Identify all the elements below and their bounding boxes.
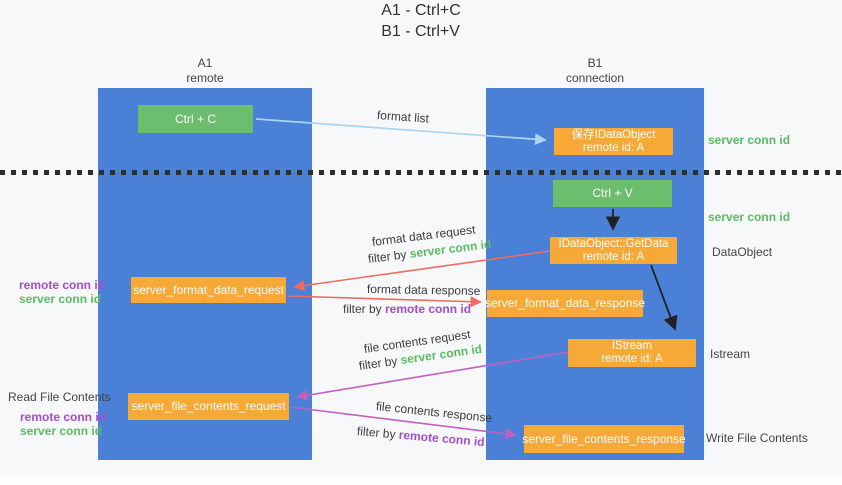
filter-by-text: filter by [358,353,402,373]
format-data-response-filter-label: filter by remote conn id [343,302,471,316]
filter-by-text: filter by [356,424,400,442]
getdata-box: IDataObject::GetData remote id: A [550,237,677,264]
left-conn-id-annotations-bottom: remote conn id server conn id [20,410,106,438]
bottom-edge-strip [0,473,842,485]
server-conn-id-text: server conn id [20,424,103,438]
title-line-1: A1 - Ctrl+C [381,2,461,19]
ctrl-c-label: Ctrl + C [174,111,216,126]
left-column-header: A1 remote [98,56,312,86]
ctrl-c-action-box: Ctrl + C [138,105,253,133]
server-format-data-request-label: server_format_data_request [133,282,284,297]
getdata-line2: remote id: A [582,250,645,263]
server-file-contents-response-label: server_file_contents_response [522,431,686,446]
format-list-label: format list [376,108,430,126]
left-conn-id-annotations-mid: remote conn id server conn id [19,278,105,306]
format-data-response-label: format data response [366,282,481,298]
istream-box: IStream remote id: A [568,339,696,367]
title-line-2: B1 - Ctrl+V [381,23,460,40]
server-conn-id-annotation-mid: server conn id [708,210,791,224]
istream-annotation: Istream [710,347,751,361]
istream-line1: IStream [611,340,653,352]
write-file-contents-annotation: Write File Contents [706,431,808,445]
right-column-role: connection [565,71,625,85]
remote-conn-id-text: remote conn id [385,302,472,316]
ctrl-v-action-box: Ctrl + V [553,180,672,207]
ctrl-v-label: Ctrl + V [592,186,633,200]
left-column-name: A1 [197,56,213,70]
server-file-contents-request-label: server_file_contents_request [131,399,286,413]
server-file-contents-request-box: server_file_contents_request [128,393,289,420]
remote-conn-id-text: remote conn id [19,278,106,292]
save-dataobject-box: 保存IDataObject remote id: A [554,128,673,155]
remote-conn-id-text: remote conn id [398,427,486,450]
getdata-line1: IDataObject::GetData [558,237,669,250]
filter-by-text: filter by [343,302,386,316]
istream-line2: remote id: A [601,353,663,365]
remote-conn-id-text: remote conn id [20,410,107,424]
left-column-role: remote [186,71,224,85]
dataobject-annotation: DataObject [712,245,773,259]
server-format-data-response-box: server_format_data_response [484,290,646,317]
server-format-data-response-label: server_format_data_response [484,296,646,310]
save-dataobject-line2: remote id: A [582,141,645,154]
server-conn-id-text: server conn id [19,292,102,306]
right-column-header: B1 connection [486,56,704,86]
file-contents-response-label: file contents response [375,399,493,426]
diagram-title: A1 - Ctrl+C B1 - Ctrl+V [0,0,842,42]
server-file-contents-response-box: server_file_contents_response [522,425,686,453]
dotted-separator-line [0,170,842,175]
read-file-contents-annotation: Read File Contents [8,390,111,404]
filter-by-text: filter by [367,246,411,266]
file-contents-response-filter-label: filter by remote conn id [356,424,485,449]
server-conn-id-annotation-top: server conn id [708,133,791,147]
save-dataobject-line1: 保存IDataObject [571,128,656,141]
server-format-data-request-box: server_format_data_request [131,277,286,303]
right-column-name: B1 [587,56,603,70]
